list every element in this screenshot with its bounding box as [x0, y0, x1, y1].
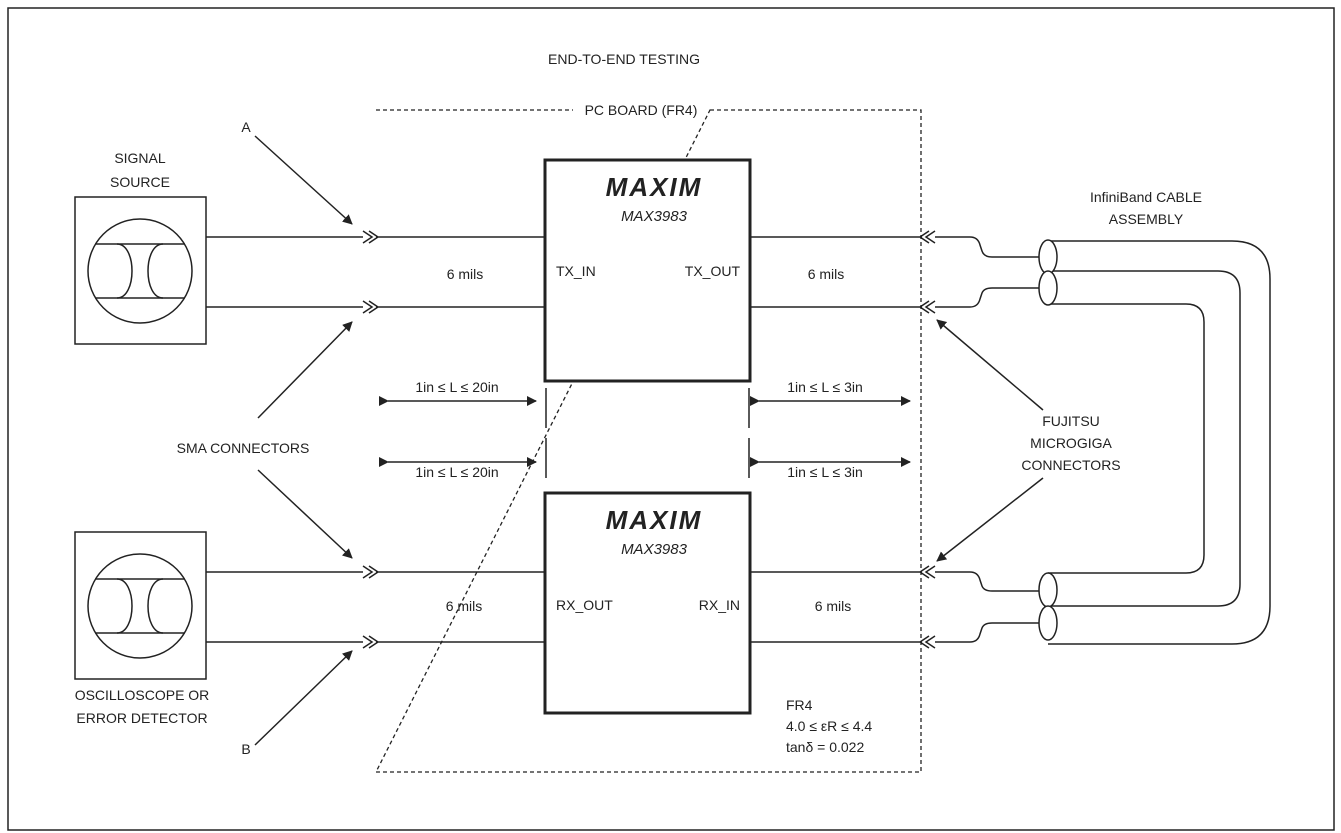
fujitsu-connector-icon: [910, 635, 936, 649]
fujitsu-label-line3: CONNECTORS: [1021, 457, 1120, 473]
length-label-left: 1in ≤ L ≤ 20in: [415, 464, 498, 480]
pin-rx-in: RX_IN: [699, 597, 740, 613]
maxim-logo: MAXIM: [606, 172, 703, 202]
eye-diagram-icon: [87, 553, 193, 659]
cable-end-icon: [1038, 572, 1058, 608]
pc-board-label: PC BOARD (FR4): [585, 102, 698, 118]
pc-board-outline: [374, 109, 922, 773]
trace-width-label: 6 mils: [808, 266, 845, 282]
infiniband-cable: [1038, 239, 1271, 645]
oscilloscope: OSCILLOSCOPE OR ERROR DETECTOR: [74, 531, 210, 726]
eye-diagram-icon: [87, 218, 193, 324]
signal-source-label-line1: SIGNAL: [114, 150, 166, 166]
label-b: B: [241, 741, 250, 757]
fujitsu-connector-icon: [910, 230, 936, 244]
fujitsu-connector-icon: [910, 300, 936, 314]
sma-connector-icon: [362, 230, 388, 244]
chip-bottom-body: [543, 491, 752, 715]
cable-end-icon: [1038, 605, 1058, 641]
callout-arrow-sma-bottom: [257, 469, 353, 559]
cable-lead-1: [935, 236, 1040, 258]
length-label-left: 1in ≤ L ≤ 20in: [415, 379, 498, 395]
chip-max3983-bottom: MAXIM MAX3983 RX_OUT RX_IN: [543, 491, 752, 715]
length-label-right: 1in ≤ L ≤ 3in: [787, 379, 863, 395]
sma-connector-icon: [362, 565, 388, 579]
signal-source-label-line2: SOURCE: [110, 174, 170, 190]
sma-connectors-label: SMA CONNECTORS: [177, 440, 310, 456]
cable-inner: [1048, 303, 1205, 574]
trace-width-label: 6 mils: [446, 598, 483, 614]
fujitsu-label-line2: MICROGIGA: [1030, 435, 1112, 451]
cable-label-line1: InfiniBand CABLE: [1090, 189, 1202, 205]
pin-tx-out: TX_OUT: [685, 263, 741, 279]
fr4-note-line1: FR4: [786, 697, 813, 713]
callout-arrow-fujitsu-bottom: [936, 477, 1044, 562]
cable-outer: [1048, 240, 1271, 645]
chip-bottom-part-number: MAX3983: [621, 541, 688, 558]
fr4-note-line2: 4.0 ≤ εR ≤ 4.4: [786, 718, 872, 734]
oscilloscope-label-line2: ERROR DETECTOR: [76, 710, 207, 726]
oscilloscope-label-line1: OSCILLOSCOPE OR: [75, 687, 210, 703]
cable-lead-2: [935, 287, 1040, 308]
pin-tx-in: TX_IN: [556, 263, 596, 279]
cable-end-icon: [1038, 270, 1058, 306]
callout-arrow-a: [254, 135, 353, 225]
sma-connector-icon: [362, 300, 388, 314]
callout-arrow-fujitsu-top: [936, 319, 1044, 411]
fr4-note-line3: tanδ = 0.022: [786, 739, 864, 755]
chip-top-body: [543, 158, 752, 383]
diagram-title: END-TO-END TESTING: [548, 51, 700, 67]
signal-source-box: [74, 196, 207, 345]
signal-source: SIGNAL SOURCE: [74, 150, 207, 345]
cable-end-icon: [1038, 239, 1058, 275]
cable-middle: [1048, 270, 1241, 607]
chip-top-part-number: MAX3983: [621, 208, 688, 225]
length-label-right: 1in ≤ L ≤ 3in: [787, 464, 863, 480]
maxim-logo: MAXIM: [606, 505, 703, 535]
fujitsu-connector-icon: [910, 565, 936, 579]
trace-width-label: 6 mils: [815, 598, 852, 614]
cable-lead-4: [935, 622, 1040, 643]
fujitsu-label-line1: FUJITSU: [1042, 413, 1100, 429]
chip-max3983-top: MAXIM MAX3983 TX_IN TX_OUT: [543, 158, 752, 383]
cable-lead-3: [935, 571, 1040, 592]
label-a: A: [241, 119, 251, 135]
diagram-frame: [7, 7, 1335, 831]
callout-arrow-b: [254, 650, 353, 746]
pin-rx-out: RX_OUT: [556, 597, 613, 613]
oscilloscope-box: [74, 531, 207, 680]
trace-width-label: 6 mils: [447, 266, 484, 282]
cable-label-line2: ASSEMBLY: [1109, 211, 1184, 227]
callout-arrow-sma-top: [257, 321, 353, 419]
sma-connector-icon: [362, 635, 388, 649]
